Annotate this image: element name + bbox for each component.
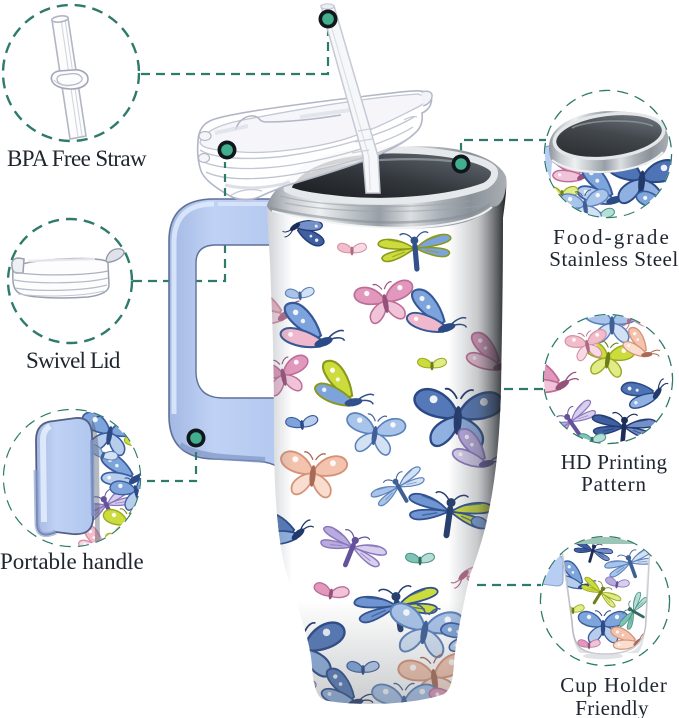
svg-text:Pattern: Pattern — [581, 472, 647, 496]
svg-text:Cup Holder: Cup Holder — [560, 673, 668, 697]
svg-text:Swivel Lid: Swivel Lid — [26, 348, 121, 373]
svg-text:BPA Free Straw: BPA Free Straw — [7, 146, 147, 171]
svg-text:Portable handle: Portable handle — [0, 549, 144, 574]
svg-text:Stainless Steel: Stainless Steel — [549, 247, 678, 271]
svg-text:Friendly: Friendly — [575, 696, 649, 718]
svg-text:Food-grade: Food-grade — [553, 225, 671, 249]
svg-text:HD Printing: HD Printing — [561, 450, 668, 474]
